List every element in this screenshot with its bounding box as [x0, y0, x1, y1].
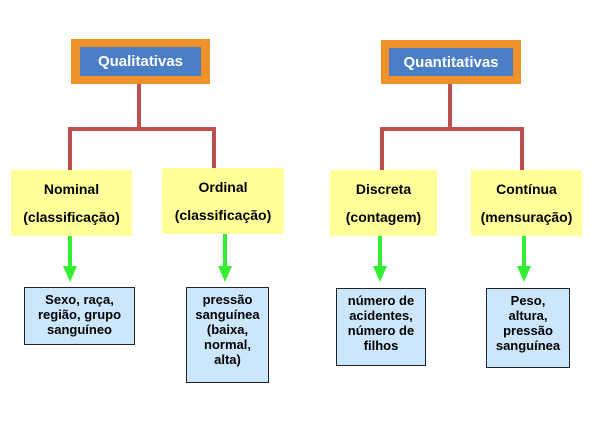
ordinal-box: Ordinal (classificação) [162, 168, 284, 234]
discreta-kind: (contagem) [345, 209, 422, 225]
ordinal-examples: pressão sanguínea (baixa, normal, alta) [186, 287, 269, 383]
qualitativas-label: Qualitativas [80, 47, 201, 76]
nominal-box: Nominal (classificação) [11, 170, 132, 236]
ordinal-name: Ordinal [198, 179, 248, 195]
quantitativas-box: Quantitativas [381, 40, 521, 84]
nominal-name: Nominal [43, 181, 100, 197]
nominal-examples: Sexo, raça, região, grupo sanguíneo [24, 287, 135, 345]
arrow-continua [517, 236, 531, 282]
discreta-examples: número de acidentes, número de filhos [336, 288, 426, 366]
continua-name: Contínua [496, 181, 557, 197]
ordinal-kind: (classificação) [174, 207, 272, 223]
arrow-nominal [63, 236, 77, 282]
quantitativas-label: Quantitativas [389, 48, 513, 76]
continua-box: Contínua (mensuração) [471, 170, 582, 236]
continua-kind: (mensuração) [480, 209, 573, 225]
nominal-kind: (classificação) [23, 209, 120, 225]
qualitativas-box: Qualitativas [71, 39, 210, 84]
discreta-name: Discreta [355, 181, 412, 197]
continua-examples: Peso, altura, pressão sanguínea [486, 288, 570, 368]
arrow-ordinal [218, 234, 232, 282]
discreta-box: Discreta (contagem) [330, 170, 437, 236]
arrow-discreta [373, 236, 387, 282]
